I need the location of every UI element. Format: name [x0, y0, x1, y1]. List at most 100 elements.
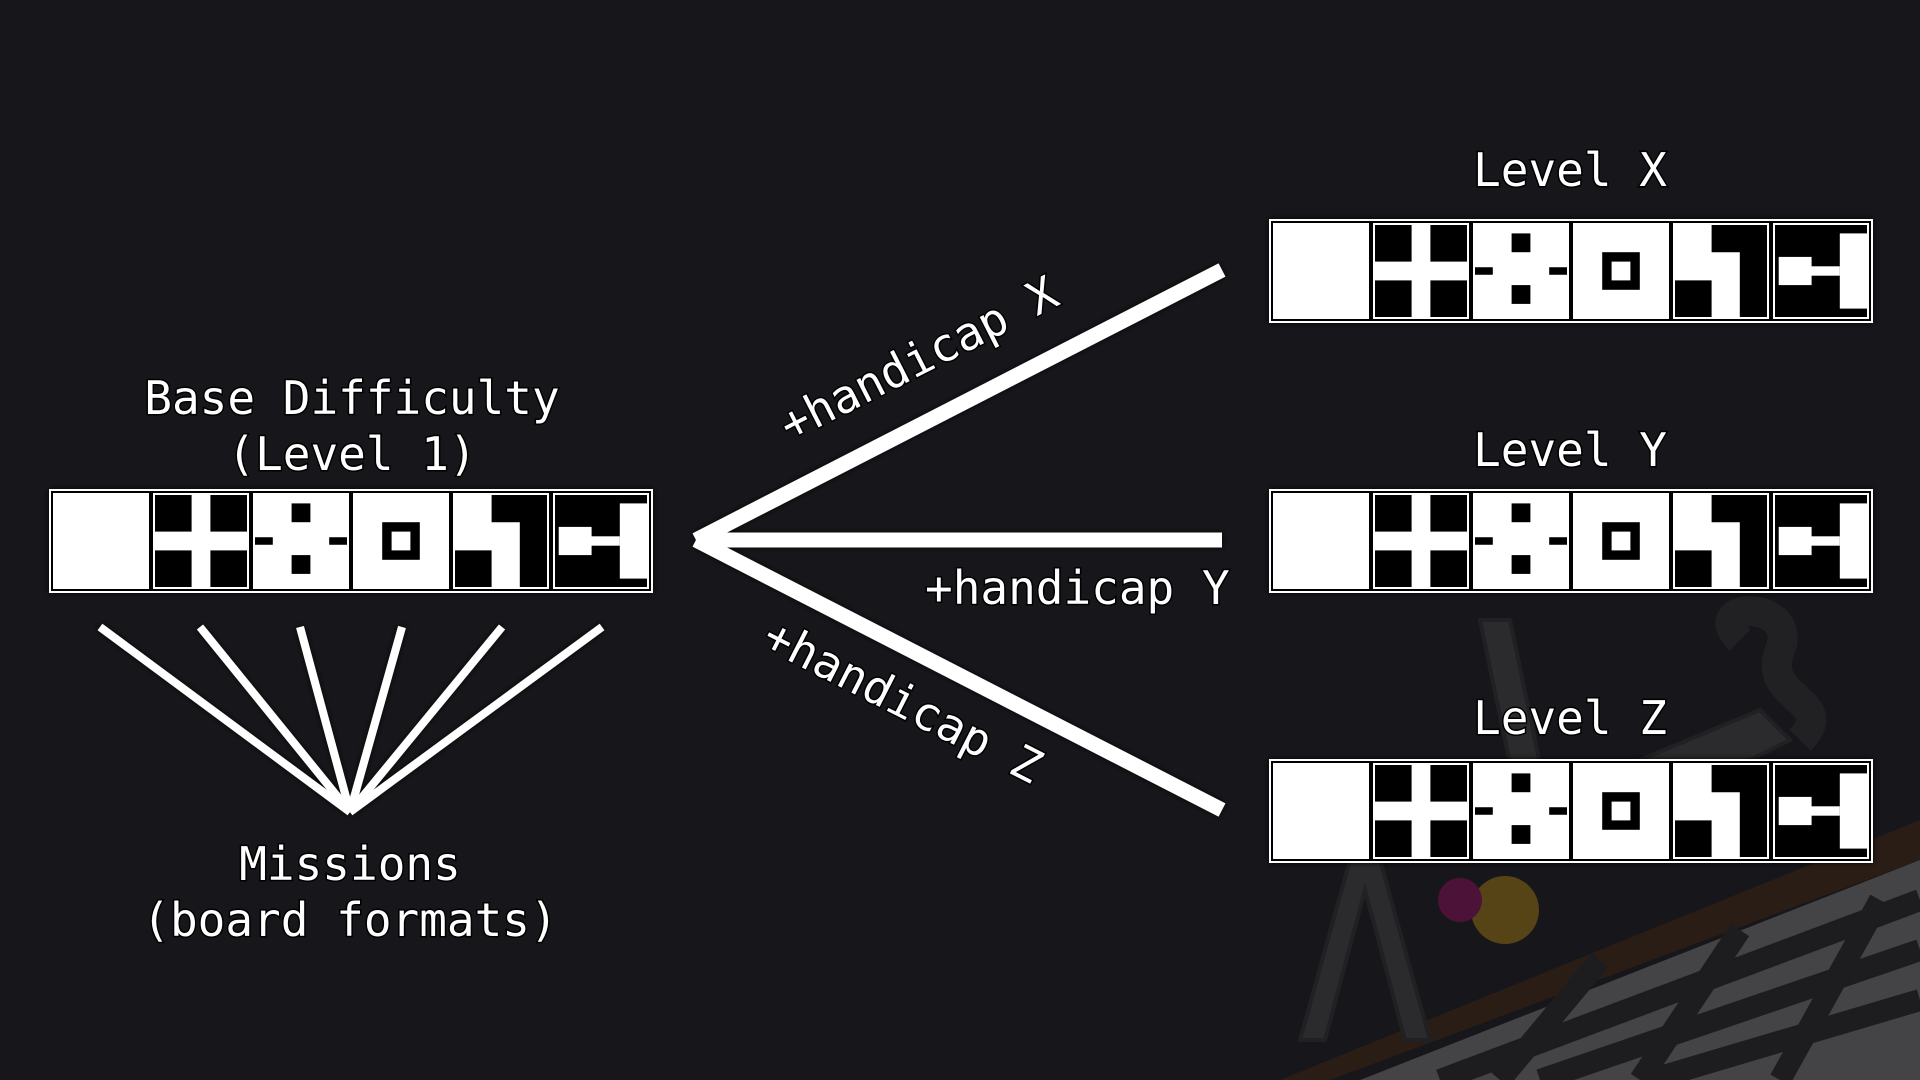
- tile-border: [1473, 493, 1569, 589]
- step-tile-icon: [454, 494, 548, 588]
- fan-line-3: [296, 625, 354, 814]
- level-x-label: Level X: [1473, 143, 1667, 197]
- key-shaft: [1806, 806, 1840, 816]
- tile-border: [553, 493, 649, 589]
- cross-horizontal: [1374, 801, 1468, 821]
- checkered-board: [1360, 860, 1920, 1080]
- blank-tile-icon: [54, 494, 148, 588]
- ball-gold: [1471, 876, 1539, 944]
- cross-horizontal: [1374, 261, 1468, 281]
- cross-horizontal: [1374, 531, 1468, 551]
- step-shape: [1674, 764, 1740, 858]
- base-title-line1: Base Difficulty: [144, 371, 559, 425]
- table-edge: [1280, 820, 1920, 1080]
- missions-fan: [97, 623, 605, 816]
- notch-left: [1474, 807, 1493, 815]
- cross-tile-icon: [154, 494, 248, 588]
- checker-stripes: [1436, 889, 1920, 1080]
- key-shaft: [586, 536, 620, 546]
- fan-line-5: [346, 624, 506, 815]
- ring-inner: [1611, 801, 1631, 821]
- tile-strip-level-y: [1269, 489, 1873, 593]
- strip-frame: [1269, 219, 1873, 323]
- strip-frame: [1269, 759, 1873, 863]
- branch-line-x: [692, 263, 1226, 547]
- ring-inner: [1611, 261, 1631, 281]
- key-head: [1778, 256, 1812, 286]
- notch-left: [1474, 267, 1493, 275]
- missions-label-line2: (board formats): [142, 893, 557, 947]
- tile-border: [1773, 493, 1869, 589]
- hole-bottom: [1511, 285, 1531, 304]
- ring-inner: [1611, 531, 1631, 551]
- tile-border: [353, 493, 449, 589]
- tile-fill: [1274, 764, 1368, 858]
- tile-border: [1573, 493, 1669, 589]
- key-tile-icon: [1774, 224, 1868, 318]
- handicap-y-label: +handicap Y: [925, 561, 1230, 615]
- square-ring-tile-icon: [354, 494, 448, 588]
- cross-tile-icon: [1374, 764, 1468, 858]
- tile-border: [1573, 763, 1669, 859]
- fan-line-2: [196, 624, 354, 815]
- tile-border: [1473, 763, 1569, 859]
- blank-tile-icon: [1274, 764, 1368, 858]
- tile-border: [1473, 223, 1569, 319]
- tile-border: [1373, 763, 1469, 859]
- key-bar: [1839, 773, 1868, 849]
- hole-top: [291, 503, 311, 523]
- step-shape: [1674, 494, 1740, 588]
- cross-horizontal: [154, 531, 248, 551]
- hole-top: [1511, 773, 1531, 793]
- blank-tile-icon: [1274, 224, 1368, 318]
- key-tile-icon: [554, 494, 648, 588]
- tile-border: [1573, 223, 1669, 319]
- blank-tile-icon: [1274, 494, 1368, 588]
- notch-right: [1549, 807, 1568, 815]
- eight-tile-icon: [254, 494, 348, 588]
- eight-tile-icon: [1474, 224, 1568, 318]
- notch-left: [1474, 537, 1493, 545]
- step-tile-icon: [1674, 494, 1768, 588]
- fan-line-4: [346, 625, 406, 814]
- cross-tile-icon: [1374, 494, 1468, 588]
- tile-border: [253, 493, 349, 589]
- key-tile-icon: [1774, 494, 1868, 588]
- eight-tile-icon: [1474, 494, 1568, 588]
- hole-top: [1511, 233, 1531, 253]
- hole-bottom: [1511, 825, 1531, 844]
- tile-border: [153, 493, 249, 589]
- tile-border: [53, 493, 149, 589]
- step-tile-icon: [1674, 764, 1768, 858]
- notch-right: [1549, 267, 1568, 275]
- tile-border: [1673, 223, 1769, 319]
- square-ring-tile-icon: [1574, 224, 1668, 318]
- hole-top: [1511, 503, 1531, 523]
- notch-right: [1549, 537, 1568, 545]
- tile-strip-level-x: [1269, 219, 1873, 323]
- tile-strip-level-z: [1269, 759, 1873, 863]
- tile-border: [1273, 493, 1369, 589]
- tile-border: [1773, 223, 1869, 319]
- square-ring-tile-icon: [1574, 764, 1668, 858]
- key-bar: [1839, 503, 1868, 579]
- notch-left: [254, 537, 273, 545]
- tile-border: [1673, 763, 1769, 859]
- hole-bottom: [291, 555, 311, 574]
- tile-border: [453, 493, 549, 589]
- step-shape: [1674, 224, 1740, 318]
- base-title-line2: (Level 1): [227, 427, 476, 481]
- strip-frame: [1269, 489, 1873, 593]
- key-head: [1778, 796, 1812, 826]
- fan-line-1: [97, 623, 353, 816]
- key-bar: [619, 503, 648, 579]
- tile-fill: [54, 494, 148, 588]
- key-head: [1778, 526, 1812, 556]
- strip-frame: [49, 489, 653, 593]
- key-head: [558, 526, 592, 556]
- level-z-label: Level Z: [1473, 691, 1667, 745]
- tile-border: [1373, 223, 1469, 319]
- tile-fill: [1274, 494, 1368, 588]
- tile-border: [1273, 223, 1369, 319]
